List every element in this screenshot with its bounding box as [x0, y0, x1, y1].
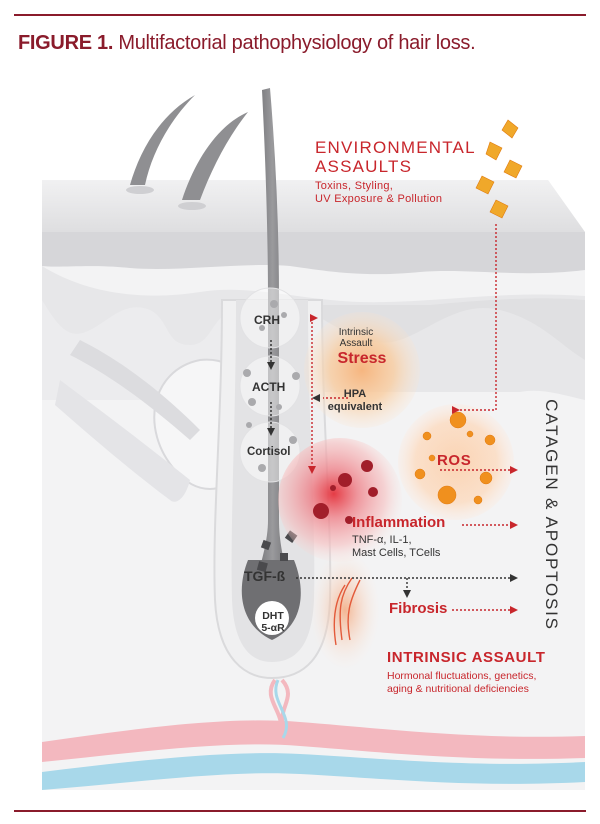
hpa-line1: HPA: [343, 388, 367, 400]
stress-cloud: [304, 312, 420, 428]
intrinsic-assault-title: INTRINSIC ASSAULT: [387, 649, 546, 666]
stress-label: Stress: [337, 350, 387, 367]
dermal-papilla: [255, 601, 289, 635]
acth-label: ACTH: [252, 380, 286, 394]
muscle-fibers: [55, 380, 190, 502]
tgf-beta-label: TGF-ß: [244, 568, 286, 584]
catagen-apoptosis-outcome: CATAGEN & APOPTOSIS: [533, 399, 569, 631]
catagen-apoptosis-label: CATAGEN & APOPTOSIS: [542, 399, 561, 631]
env-title-line2: ASSAULTS: [315, 157, 413, 176]
intrinsic-line1: Intrinsic: [338, 327, 374, 338]
environmental-assaults-subtitle: Toxins, Styling, UV Exposure & Pollution: [315, 180, 442, 206]
ros-label: ROS: [437, 452, 472, 469]
fibrosis-label: Fibrosis: [389, 600, 448, 617]
hair-strand-2: [182, 112, 248, 200]
epidermis: [42, 180, 585, 232]
crh-label: CRH: [254, 313, 280, 327]
stress-intrinsic-assault-label: Intrinsic Assault: [326, 327, 386, 349]
fibrosis-glow: [310, 550, 380, 670]
bottom-rule: [14, 810, 586, 812]
hpa-equivalent-label: HPA equivalent: [320, 388, 390, 414]
inflammation-sub-line1: TNF-α, IL-1,: [352, 534, 412, 546]
figure-caption: Multifactorial pathophysiology of hair l…: [118, 32, 476, 54]
fibrosis-strands: [333, 577, 361, 646]
hair-strand-1: [130, 95, 195, 185]
hair-shaft: [255, 88, 290, 585]
blood-vessel-pink: [42, 720, 585, 762]
blood-vessel-blue: [42, 753, 585, 790]
inflammation-subtitle: TNF-α, IL-1, Mast Cells, TCells: [352, 534, 440, 560]
intrinsic-assault-sub-line2: aging & nutritional deficiencies: [387, 683, 529, 695]
inflammation-label: Inflammation: [352, 514, 446, 531]
inflammation-sub-line2: Mast Cells, TCells: [352, 547, 441, 559]
top-rule: [14, 14, 586, 16]
env-title-line1: ENVIRONMENTAL: [315, 138, 476, 157]
vessel-to-bulb: [268, 678, 290, 737]
figure-label: FIGURE 1.: [18, 32, 114, 54]
env-sub-line2: UV Exposure & Pollution: [315, 193, 443, 205]
intrinsic-assault-sub-line1: Hormonal fluctuations, genetics,: [387, 670, 537, 682]
cortisol-label: Cortisol: [247, 446, 291, 458]
intrinsic-assault-subtitle: Hormonal fluctuations, genetics, aging &…: [387, 670, 536, 696]
dht-line1: DHT: [262, 610, 284, 622]
epidermis-band: [42, 232, 585, 275]
intrinsic-line2: Assault: [339, 338, 373, 349]
dht-line2: 5-αR: [261, 622, 285, 634]
env-sub-line1: Toxins, Styling,: [315, 180, 394, 192]
arrector-muscle: [70, 340, 200, 440]
environmental-assaults-title: ENVIRONMENTAL ASSAULTS: [315, 138, 476, 176]
figure-title: FIGURE 1. Multifactorial pathophysiology…: [18, 32, 476, 55]
hpa-line2: equivalent: [327, 401, 383, 413]
dht-label: DHT 5-αR: [258, 610, 288, 634]
